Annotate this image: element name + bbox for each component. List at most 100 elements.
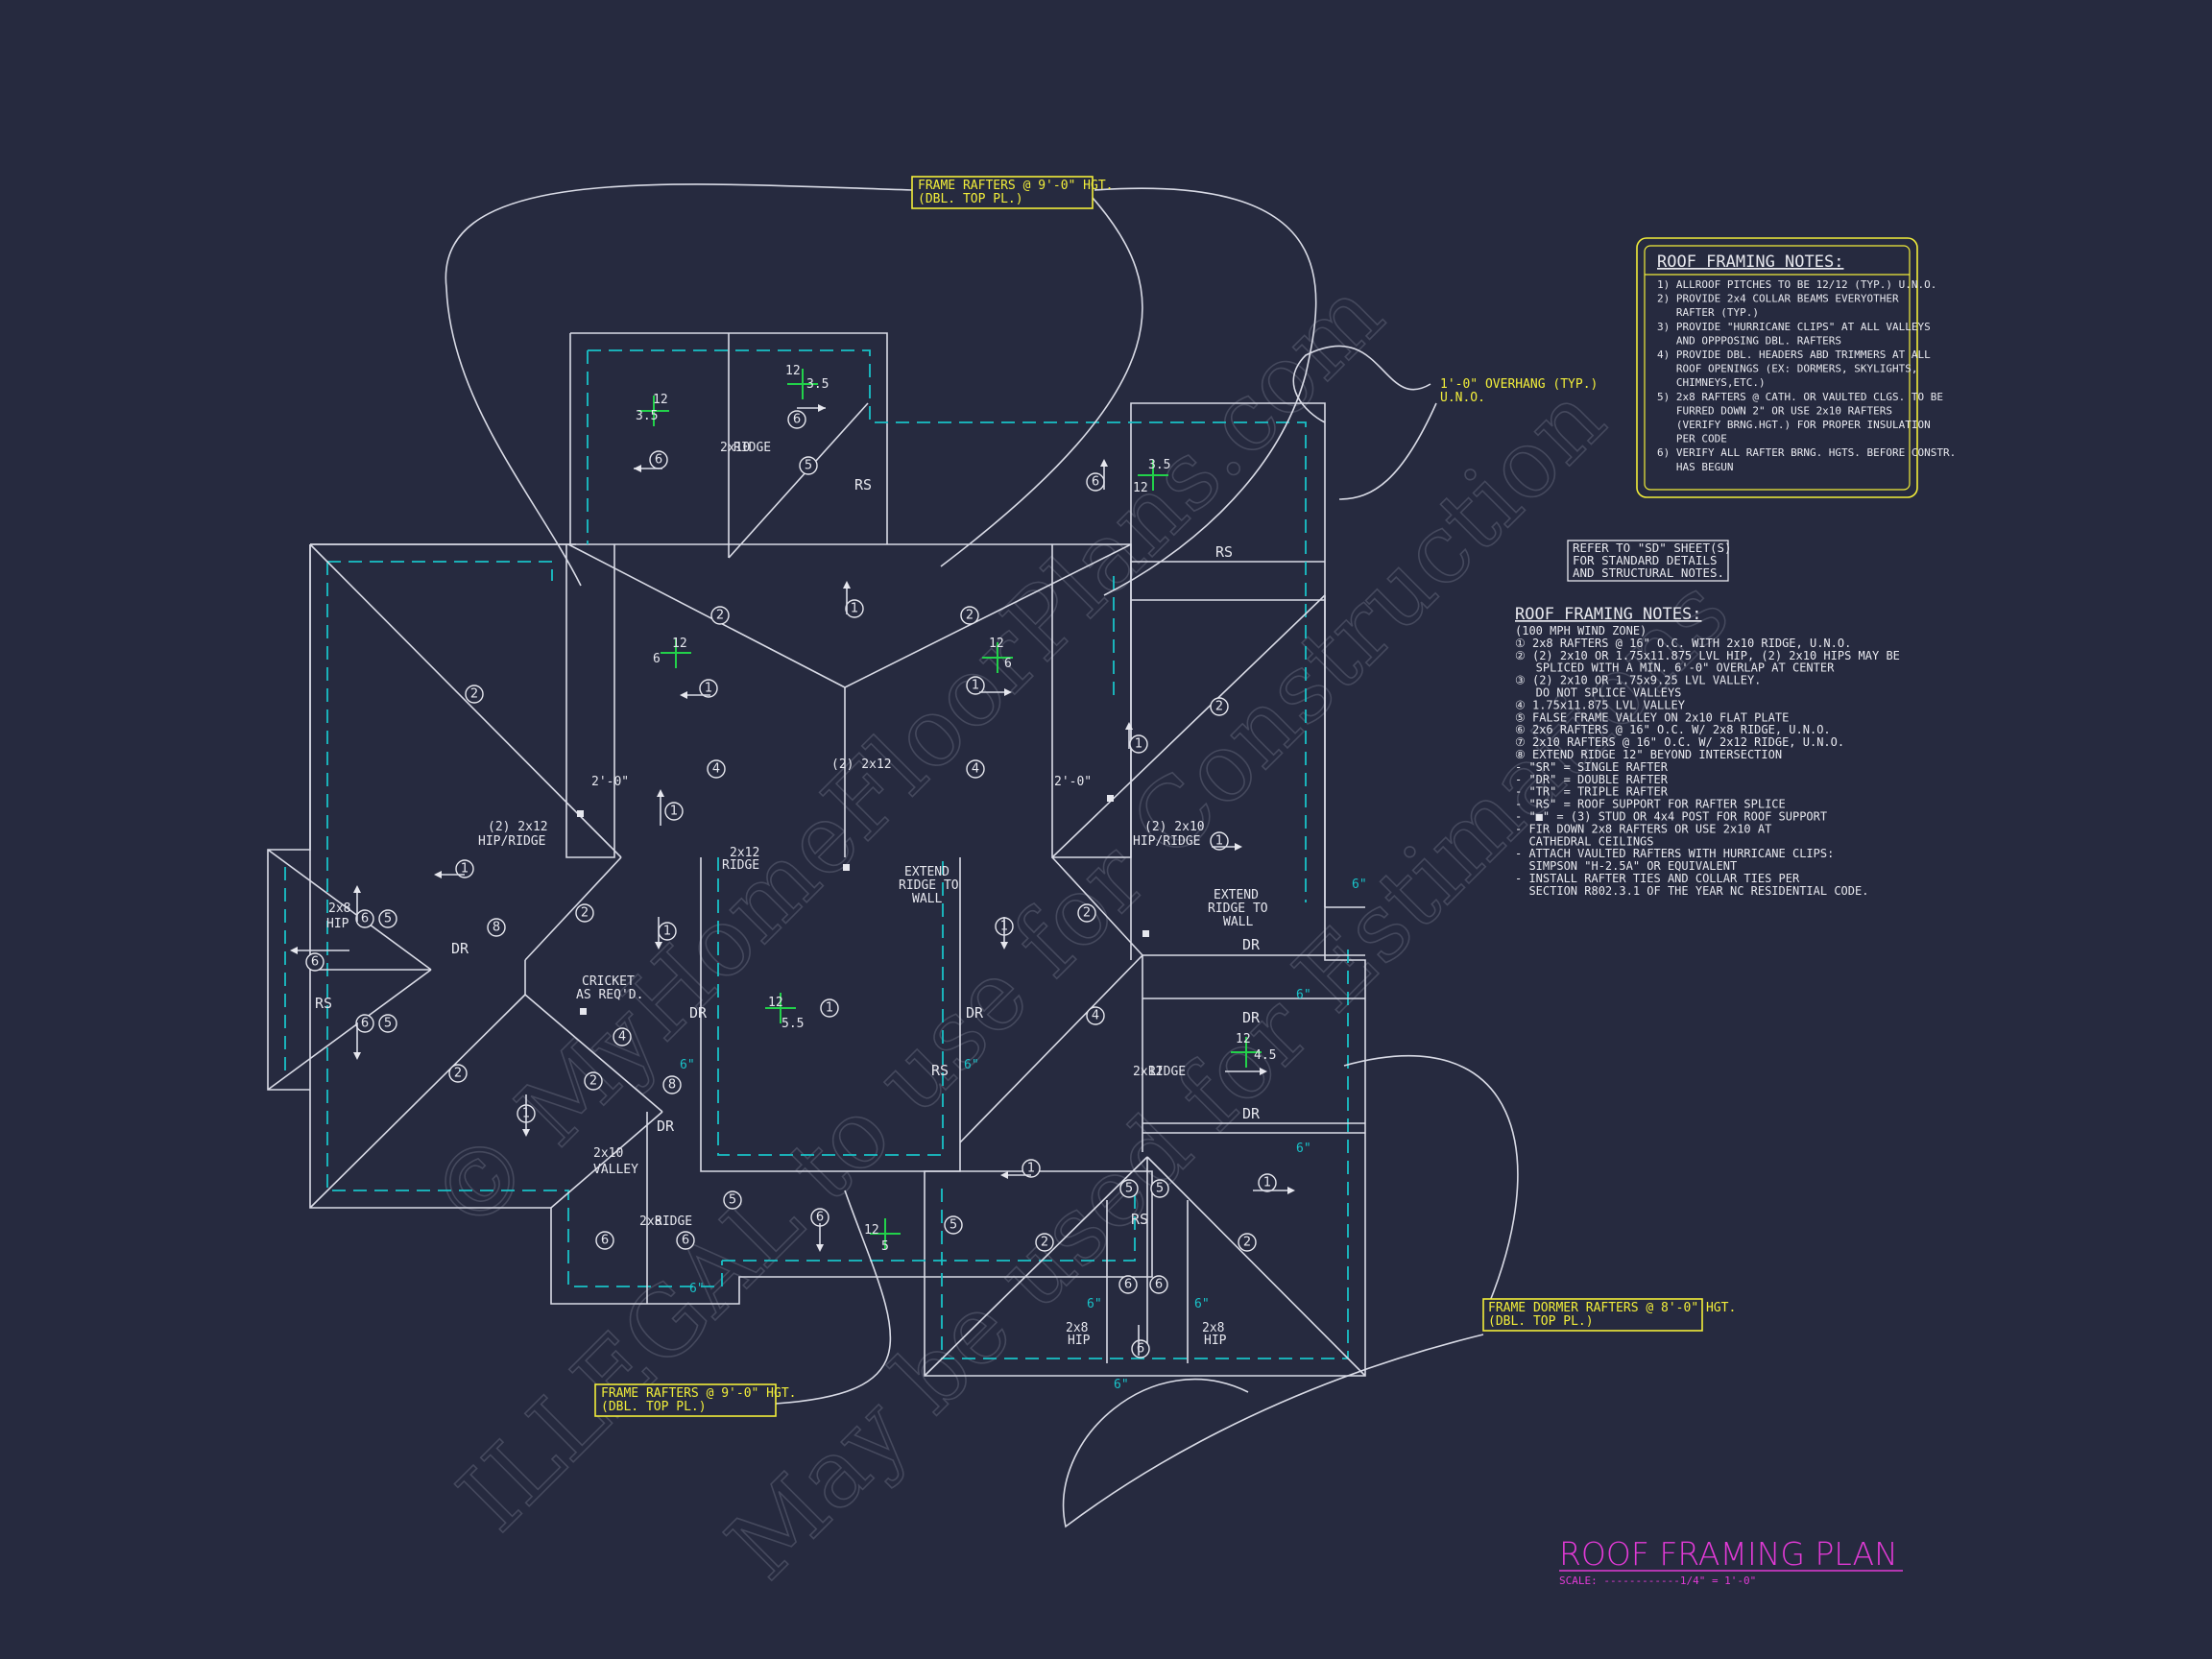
pitch-symbol — [638, 396, 669, 426]
notes-box-item: ROOF OPENINGS (EX: DORMERS, SKYLIGHTS, — [1657, 363, 1918, 375]
svg-text:1: 1 — [663, 925, 671, 939]
bubble-5: 5 — [378, 1014, 397, 1033]
svg-text:1: 1 — [1215, 834, 1223, 849]
bubble-5: 5 — [378, 909, 397, 928]
six-in-label: 6" — [964, 1058, 979, 1072]
extend-ridge-2-line-2: RIDGE TO — [1208, 902, 1268, 916]
roof-framing-notes-box: ROOF FRAMING NOTES: 1) ALLROOF PITCHES T… — [1636, 237, 1956, 498]
callout-overhang-line-1: 1'-0" OVERHANG (TYP.) — [1440, 377, 1598, 392]
dr-label: DR — [966, 1004, 984, 1022]
dr-label: DR — [1242, 936, 1261, 953]
notes-box-item: 2) PROVIDE 2x4 COLLAR BEAMS EVERYOTHER — [1657, 293, 1899, 305]
callout-dormer-rafters: FRAME DORMER RAFTERS @ 8'-0" HGT. (DBL. … — [1482, 1298, 1736, 1332]
legend-line: (100 MPH WIND ZONE) — [1515, 624, 1647, 637]
rs-label: RS — [315, 995, 332, 1012]
hip-2x8-right-1: 2x8 — [1202, 1321, 1224, 1335]
svg-text:4: 4 — [1092, 1009, 1099, 1023]
ridge-2x12-label-2: RIDGE — [722, 858, 759, 873]
notes-box-title: ROOF FRAMING NOTES: — [1657, 252, 1843, 272]
pitch-value-label: 4.5 — [1254, 1048, 1276, 1063]
notes-box-item: PER CODE — [1657, 433, 1727, 445]
bubble-1: 1 — [455, 859, 474, 878]
bubble-5: 5 — [1150, 1179, 1169, 1198]
bubble-5: 5 — [799, 456, 818, 475]
rs-label: RS — [931, 1062, 949, 1079]
bubble-6: 6 — [1149, 1275, 1168, 1294]
ridge-2x10-label-2: RIDGE — [733, 441, 771, 455]
hip-ridge-left-label-1: (2) 2x12 — [488, 820, 548, 834]
six-in-label: 6" — [1194, 1297, 1210, 1311]
bubble-2: 2 — [575, 903, 594, 923]
legend-line: - "DR" = DOUBLE RAFTER — [1515, 773, 1669, 786]
bubble-2: 2 — [448, 1064, 468, 1083]
callout-bottom-rafters-line-2: (DBL. TOP PL.) — [601, 1400, 707, 1414]
bubble-4: 4 — [1086, 1006, 1105, 1025]
svg-text:6: 6 — [655, 453, 662, 468]
ridge-2x8-label-1: 2x8 — [639, 1214, 661, 1229]
svg-text:2: 2 — [470, 687, 478, 702]
six-in-label: 6" — [689, 1282, 705, 1296]
bubble-2: 2 — [960, 606, 979, 625]
svg-text:1: 1 — [705, 682, 712, 696]
pitch-12-label: 12 — [1236, 1032, 1251, 1046]
two-ft-right-label: 2'-0" — [1054, 775, 1092, 789]
ridge-2x12-right-label: 2x12 — [1133, 1065, 1163, 1079]
watermark-line-2: ILLEGAL to use for Construction — [438, 365, 1625, 1552]
svg-text:5: 5 — [805, 459, 812, 473]
valley-2x10-label-2: VALLEY — [593, 1163, 638, 1177]
extend-ridge-1-line-2: RIDGE TO — [899, 878, 959, 893]
six-in-label: 6" — [1087, 1297, 1102, 1311]
svg-text:5: 5 — [384, 912, 392, 926]
svg-text:1: 1 — [851, 602, 858, 616]
rs-label: RS — [1215, 543, 1233, 561]
svg-text:6: 6 — [816, 1211, 824, 1225]
ridge-2x8-label-2: RIDGE — [655, 1214, 692, 1229]
svg-text:6: 6 — [1092, 475, 1099, 490]
bubble-2: 2 — [1238, 1233, 1257, 1252]
notes-box-item: 1) ALLROOF PITCHES TO BE 12/12 (TYP.) U.… — [1657, 278, 1936, 291]
leader-curves — [445, 183, 1519, 1528]
notes-box-item: (VERIFY BRNG.HGT.) FOR PROPER INSULATION — [1657, 419, 1931, 431]
svg-text:1: 1 — [461, 862, 469, 877]
svg-text:5: 5 — [384, 1017, 392, 1031]
svg-text:2: 2 — [1243, 1236, 1251, 1250]
refer-note-line-1: REFER TO "SD" SHEET(S) — [1573, 541, 1732, 555]
legend-line: - "SR" = SINGLE RAFTER — [1515, 760, 1669, 774]
pitch-value-label: 6 — [653, 652, 661, 666]
legend-line: CATHEDRAL CEILINGS — [1515, 834, 1654, 848]
hip-ridge-right-label-1: (2) 2x10 — [1144, 820, 1205, 834]
pitch-12-label: 12 — [989, 637, 1004, 651]
svg-text:1: 1 — [1263, 1176, 1271, 1190]
svg-text:1: 1 — [826, 1001, 833, 1016]
legend-line: - ATTACH VAULTED RAFTERS WITH HURRICANE … — [1515, 847, 1834, 860]
pitch-value-label: 3.5 — [636, 409, 658, 423]
svg-text:6: 6 — [1137, 1342, 1144, 1357]
legend-line: ② (2) 2x10 OR 1.75x11.875 LVL HIP, (2) 2… — [1515, 649, 1900, 662]
bubble-6: 6 — [676, 1231, 695, 1250]
svg-text:4: 4 — [712, 762, 720, 777]
bubble-1: 1 — [845, 599, 864, 618]
bubble-2: 2 — [1077, 903, 1096, 923]
dr-label: DR — [657, 1118, 675, 1135]
callout-dormer-rafters-line-2: (DBL. TOP PL.) — [1488, 1314, 1594, 1329]
callout-overhang: 1'-0" OVERHANG (TYP.) U.N.O. — [1440, 377, 1598, 405]
notes-box-item: CHIMNEYS,ETC.) — [1657, 376, 1766, 389]
callout-top-rafters-line-1: FRAME RAFTERS @ 9'-0" HGT. — [918, 179, 1114, 193]
cricket-label-1: CRICKET — [582, 974, 635, 989]
bubble-1: 1 — [1129, 734, 1148, 754]
bubble-1: 1 — [1022, 1159, 1041, 1178]
callout-bottom-rafters-line-1: FRAME RAFTERS @ 9'-0" HGT. — [601, 1386, 797, 1401]
six-in-label: 6" — [1114, 1378, 1129, 1392]
bubble-2: 2 — [1035, 1233, 1054, 1252]
svg-text:4: 4 — [972, 762, 979, 777]
bubble-2: 2 — [465, 685, 484, 704]
callout-bottom-rafters: FRAME RAFTERS @ 9'-0" HGT. (DBL. TOP PL.… — [594, 1383, 797, 1417]
pitch-value-label: 3.5 — [1148, 458, 1170, 472]
bubble-6: 6 — [595, 1231, 614, 1250]
pitch-symbol — [870, 1218, 901, 1249]
legend-title: ROOF FRAMING NOTES: — [1515, 605, 1701, 624]
notes-box-item: 5) 2x8 RAFTERS @ CATH. OR VAULTED CLGS. … — [1657, 391, 1943, 403]
pitch-symbol — [765, 993, 796, 1023]
refer-note-line-3: AND STRUCTURAL NOTES. — [1573, 565, 1724, 580]
